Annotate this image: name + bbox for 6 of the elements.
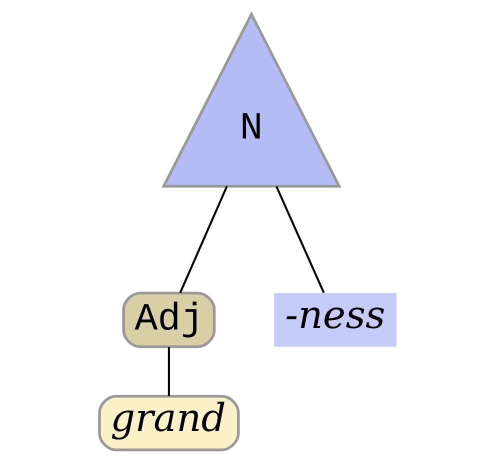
node-box: grand (98, 394, 240, 452)
connector (275, 186, 325, 294)
connector (168, 347, 170, 396)
node-box: Adj (122, 292, 216, 348)
node-box: -ness (274, 293, 396, 347)
connector (179, 186, 228, 294)
